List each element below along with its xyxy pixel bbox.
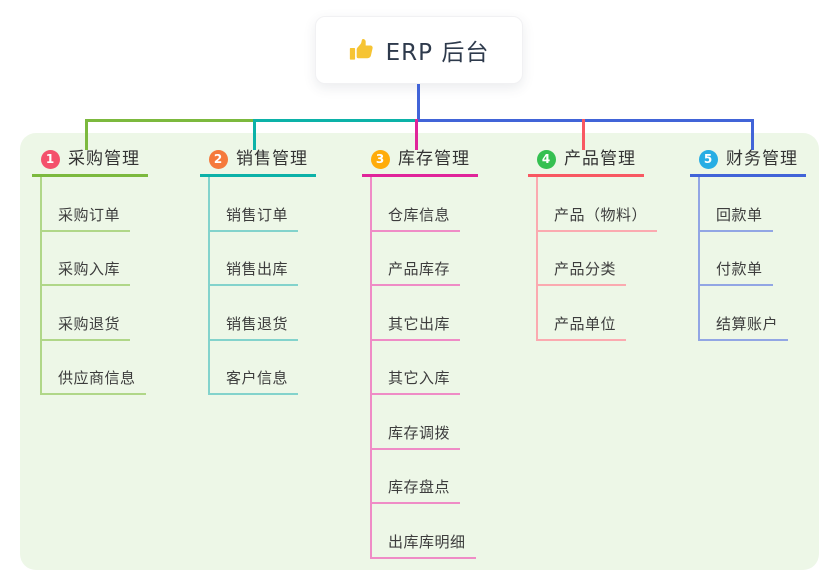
branch-number-badge: 1 (41, 149, 60, 169)
child-row: 产品单位 (528, 286, 678, 341)
child-row: 库存盘点 (362, 450, 512, 504)
child-node[interactable]: 仓库信息 (370, 204, 461, 232)
branch-children: 采购订单采购入库采购退货供应商信息 (32, 177, 182, 395)
branch-number-badge: 3 (371, 149, 390, 169)
child-node[interactable]: 库存盘点 (370, 476, 461, 504)
child-row: 销售订单 (200, 177, 350, 232)
root-node[interactable]: ERP 后台 (315, 16, 523, 84)
branch-title-2[interactable]: 2 销售管理 (200, 148, 316, 177)
child-node[interactable]: 其它出库 (370, 313, 461, 341)
branch-spine-line (370, 177, 372, 559)
connector-bus-left-inner (253, 119, 421, 122)
branch-title-label: 库存管理 (398, 149, 470, 169)
child-row: 库存调拨 (362, 395, 512, 450)
child-node[interactable]: 销售订单 (208, 204, 299, 232)
branch-node-4: 4 产品管理产品（物料） 产品分类产品单位 (528, 148, 678, 341)
branch-title-4[interactable]: 4 产品管理 (528, 148, 644, 177)
child-row: 其它出库 (362, 286, 512, 341)
connector-root-drop (417, 84, 420, 121)
connector-branch-2-drop (253, 119, 256, 150)
branch-node-2: 2 销售管理销售订单销售出库销售退货客户信息 (200, 148, 350, 395)
child-node[interactable]: 付款单 (698, 258, 773, 286)
child-row: 出库库明细 (362, 504, 512, 559)
child-node[interactable]: 采购订单 (40, 204, 131, 232)
branch-children: 回款单付款单结算账户 (690, 177, 839, 341)
branch-node-5: 5 财务管理回款单付款单结算账户 (690, 148, 839, 341)
branch-number-badge: 5 (699, 149, 718, 169)
branch-title-label: 产品管理 (564, 149, 636, 169)
branch-title-1[interactable]: 1 采购管理 (32, 148, 148, 177)
connector-branch-5-drop (751, 119, 754, 150)
branch-spine-line (536, 177, 538, 341)
child-row: 回款单 (690, 177, 839, 232)
child-node[interactable]: 客户信息 (208, 367, 299, 395)
branch-title-label: 财务管理 (726, 149, 798, 169)
branch-number-badge: 4 (537, 149, 556, 169)
child-node[interactable]: 产品单位 (536, 313, 627, 341)
branch-title-3[interactable]: 3 库存管理 (362, 148, 478, 177)
child-row: 产品库存 (362, 232, 512, 286)
branch-title-5[interactable]: 5 财务管理 (690, 148, 806, 177)
branch-children: 仓库信息产品库存其它出库其它入库库存调拨库存盘点出库库明细 (362, 177, 512, 559)
child-node[interactable]: 产品库存 (370, 258, 461, 286)
branch-title-label: 采购管理 (68, 149, 140, 169)
child-row: 仓库信息 (362, 177, 512, 232)
child-row: 供应商信息 (32, 341, 182, 395)
child-node[interactable]: 结算账户 (698, 313, 789, 341)
branch-children: 销售订单销售出库销售退货客户信息 (200, 177, 350, 395)
child-row: 销售退货 (200, 286, 350, 341)
child-row: 产品（物料） (528, 177, 678, 232)
child-node[interactable]: 采购退货 (40, 313, 131, 341)
child-row: 采购入库 (32, 232, 182, 286)
branch-node-1: 1 采购管理采购订单采购入库采购退货供应商信息 (32, 148, 182, 395)
child-node[interactable]: 出库库明细 (370, 531, 476, 559)
branch-spine-line (698, 177, 700, 341)
child-node[interactable]: 采购入库 (40, 258, 131, 286)
child-node[interactable]: 销售出库 (208, 258, 299, 286)
child-node[interactable]: 销售退货 (208, 313, 299, 341)
child-node[interactable]: 库存调拨 (370, 422, 461, 450)
root-node-label: ERP 后台 (385, 40, 490, 66)
child-row: 产品分类 (528, 232, 678, 286)
connector-bus-right (418, 119, 754, 122)
child-node[interactable]: 产品分类 (536, 258, 627, 286)
branch-title-label: 销售管理 (236, 149, 308, 169)
child-row: 付款单 (690, 232, 839, 286)
child-row: 结算账户 (690, 286, 839, 341)
child-row: 销售出库 (200, 232, 350, 286)
child-row: 其它入库 (362, 341, 512, 395)
connector-bus-left-outer (85, 119, 256, 122)
branch-children: 产品（物料） 产品分类产品单位 (528, 177, 678, 341)
thumbs-up-icon (349, 37, 375, 63)
connector-branch-1-drop (85, 119, 88, 150)
child-node[interactable]: 供应商信息 (40, 367, 146, 395)
child-row: 采购订单 (32, 177, 182, 232)
child-row: 采购退货 (32, 286, 182, 341)
child-node[interactable]: 回款单 (698, 204, 773, 232)
child-row: 客户信息 (200, 341, 350, 395)
child-node[interactable]: 其它入库 (370, 367, 461, 395)
child-node[interactable]: 产品（物料） (536, 204, 658, 232)
connector-branch-3-drop (415, 119, 418, 150)
branch-spine-line (208, 177, 210, 395)
branch-node-3: 3 库存管理仓库信息产品库存其它出库其它入库库存调拨库存盘点出库库明细 (362, 148, 512, 559)
mindmap-background-panel (20, 133, 819, 570)
branch-number-badge: 2 (209, 149, 228, 169)
branch-spine-line (40, 177, 42, 395)
connector-branch-4-drop (582, 119, 585, 150)
